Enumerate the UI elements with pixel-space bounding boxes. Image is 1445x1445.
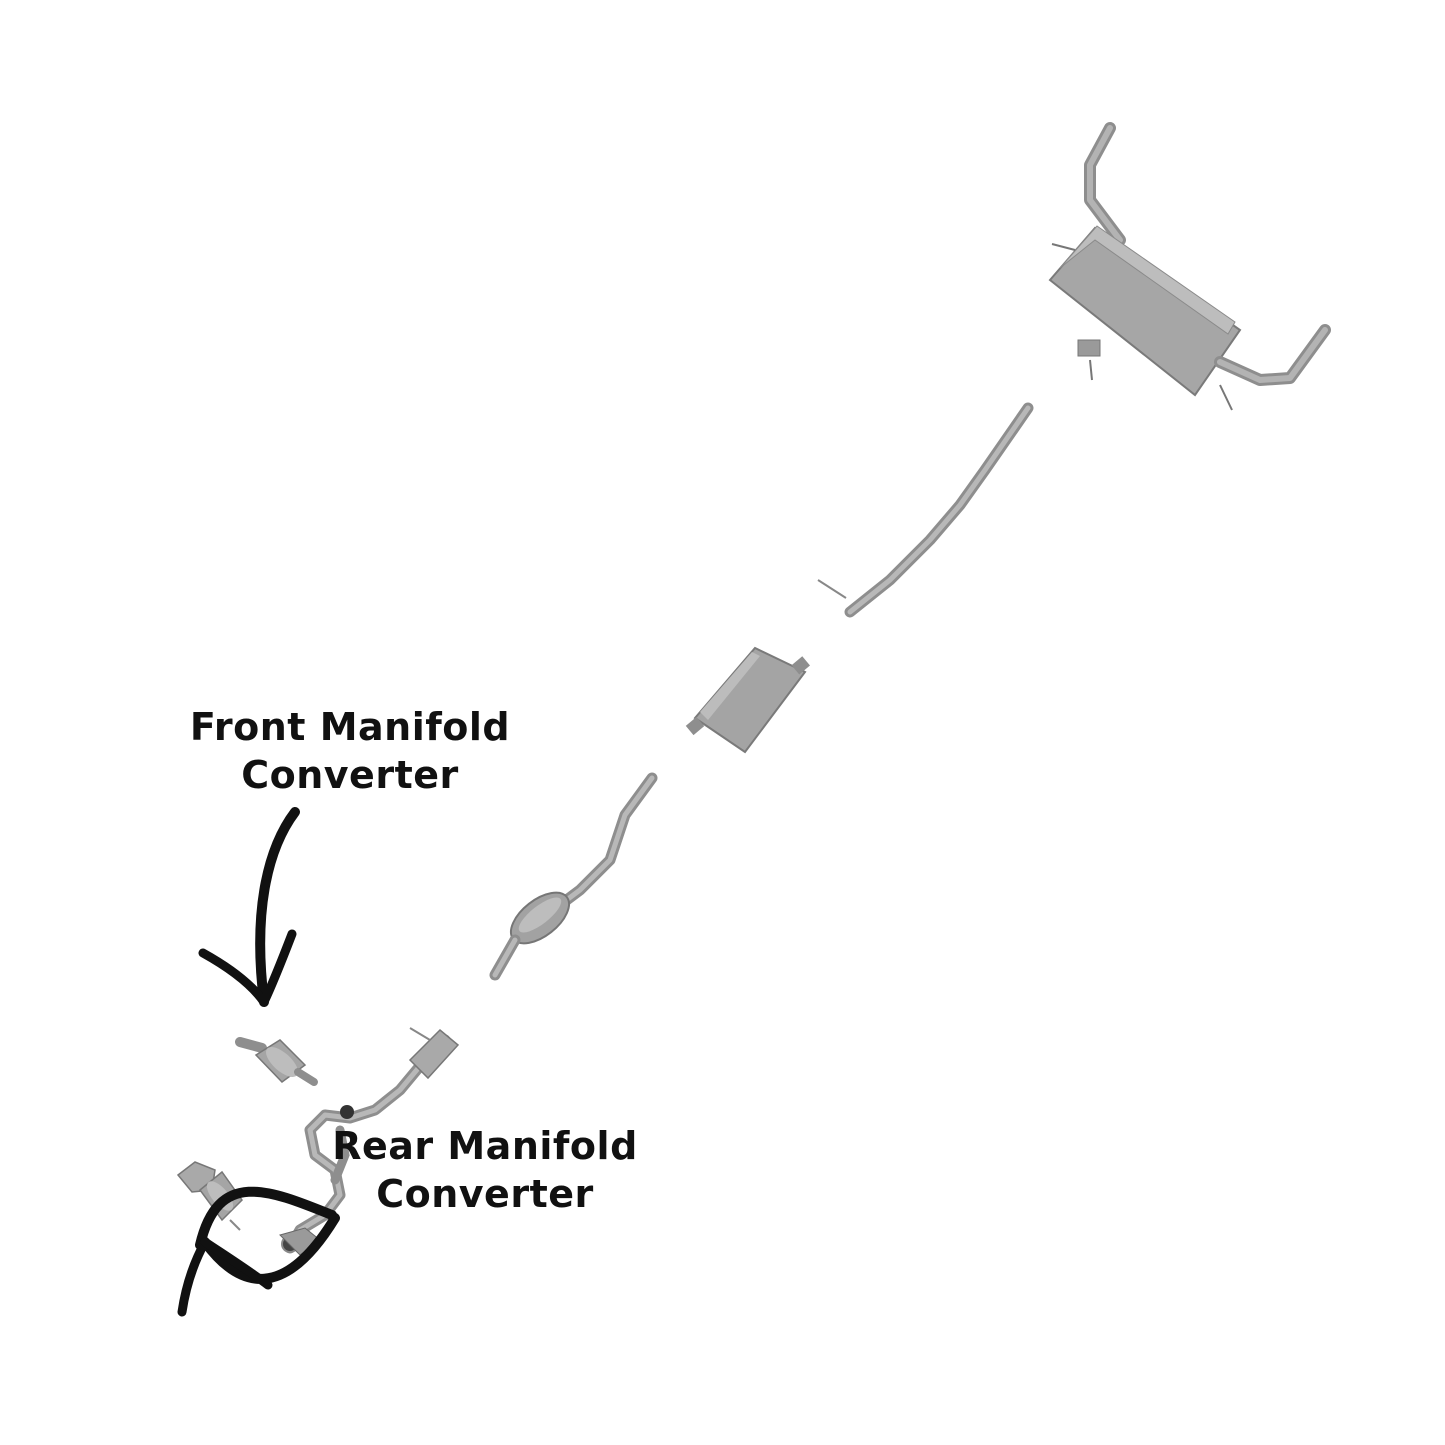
front-label-line-2: Converter xyxy=(241,753,459,797)
resonator xyxy=(685,646,810,754)
muffler-inlet xyxy=(1077,339,1101,357)
right-tailpipe-inner xyxy=(1217,327,1328,383)
hanger-3 xyxy=(1219,384,1233,411)
rear-manifold-converter-label: Rear Manifold Converter xyxy=(320,1122,650,1218)
rear-label-line-1: Rear Manifold xyxy=(332,1124,638,1168)
left-tailpipe-inner xyxy=(1087,125,1123,243)
rear-label-line-2: Converter xyxy=(376,1172,594,1216)
mid-pipe-with-catalytic-converter xyxy=(489,772,658,981)
rear-muffler-assembly xyxy=(1048,122,1331,411)
rear-callout-arrow xyxy=(177,1186,340,1317)
intermediate-pipe xyxy=(817,402,1034,618)
hanger-2 xyxy=(1089,359,1093,381)
muffler-top-face xyxy=(1059,225,1236,335)
front-manifold-converter xyxy=(235,1037,318,1086)
front-pipe-flange-upper xyxy=(340,1105,354,1119)
front-label-line-1: Front Manifold xyxy=(189,705,511,749)
front-callout-arrow xyxy=(198,807,300,1007)
front-manifold-converter-label: Front Manifold Converter xyxy=(170,703,530,799)
hanger-1 xyxy=(1051,243,1076,251)
